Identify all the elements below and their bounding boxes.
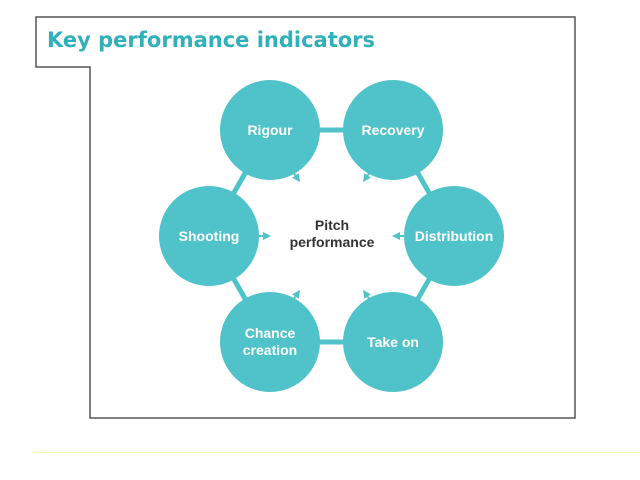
arrow-head	[263, 232, 271, 240]
kpi-node: Recovery	[343, 80, 443, 180]
kpi-node: Shooting	[159, 186, 259, 286]
kpi-node: Distribution	[404, 186, 504, 286]
footer-divider	[34, 452, 640, 453]
kpi-node: Take on	[343, 292, 443, 392]
kpi-node-label-line: creation	[242, 342, 298, 358]
arrow-head	[292, 173, 300, 182]
kpi-node-label: Distribution	[415, 228, 494, 245]
kpi-node-label-line: Take on	[367, 333, 419, 350]
kpi-node-label-line: Shooting	[178, 227, 240, 244]
kpi-node-label: Shooting	[179, 228, 240, 245]
arrow-head	[363, 290, 371, 299]
diagram-title: Key performance indicators	[47, 28, 376, 52]
kpi-node-label-line: Recovery	[361, 121, 425, 138]
center-label-line-1: Pitch	[314, 217, 350, 233]
kpi-node-label: Recovery	[361, 122, 424, 139]
frame-border	[35, 16, 576, 419]
kpi-node: Rigour	[220, 80, 320, 180]
arrow-head	[363, 173, 371, 182]
arrow-head	[292, 290, 300, 299]
center-label-line-2: performance	[289, 234, 375, 250]
kpi-node-label: Rigour	[247, 122, 292, 139]
kpi-node-label-line: Rigour	[247, 121, 293, 138]
kpi-node-label-line: Chance	[244, 325, 296, 341]
kpi-node-label-line: Distribution	[414, 227, 494, 244]
kpi-node-label: Take on	[367, 334, 419, 351]
arrow-head	[392, 232, 400, 240]
center-label: Pitch performance	[273, 217, 391, 251]
